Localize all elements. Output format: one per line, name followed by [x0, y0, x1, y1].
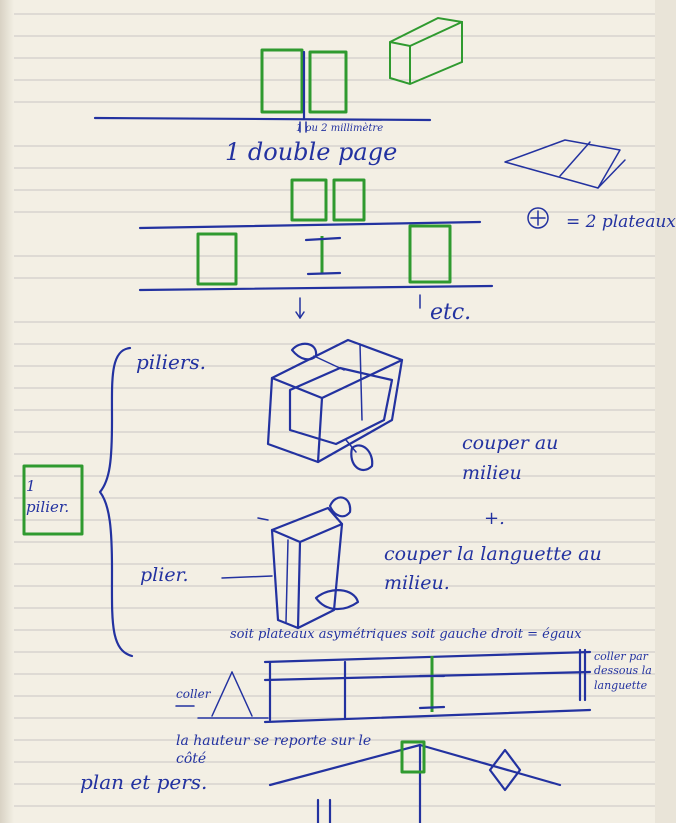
plateaux-sketch [138, 178, 494, 319]
cut-middle-note: couper au milieu [462, 432, 559, 485]
pillar-box-sketch [266, 338, 404, 472]
top-double-page-sketch [93, 48, 432, 133]
perspective-sketch [268, 740, 562, 823]
asym-note: soit plateaux asymétriques soit gauche d… [230, 627, 582, 642]
etc-label: etc. [430, 300, 472, 325]
plateaux-label: = 2 plateaux [566, 212, 676, 232]
coller-par-dessous-note: coller par dessous la languette [594, 650, 652, 692]
folded-pillar-sketch [221, 496, 360, 630]
cut-tab-note: couper la languette au milieu. [384, 543, 602, 594]
double-page-label: 1 double page [225, 138, 398, 166]
long-strip-sketch [175, 648, 592, 724]
plane-sketch [504, 139, 626, 189]
fold-label: plier. [140, 564, 189, 586]
piliers-heading: piliers. [136, 350, 207, 374]
height-note: la hauteur se reporte sur le côté [176, 733, 372, 768]
one-pillar-box [22, 464, 84, 536]
plan-label: plan et pers. [80, 770, 208, 794]
sketch-drawings [22, 16, 626, 823]
big-brace [98, 346, 134, 658]
circled-plus [527, 207, 549, 229]
top-box-sketch [389, 16, 463, 86]
gap-note: 1 ou 2 millimètre [296, 123, 384, 134]
coller-label: coller [176, 687, 211, 701]
plus-note: +. [484, 508, 505, 529]
one-pillar-label: 1 pilier. [26, 477, 70, 516]
